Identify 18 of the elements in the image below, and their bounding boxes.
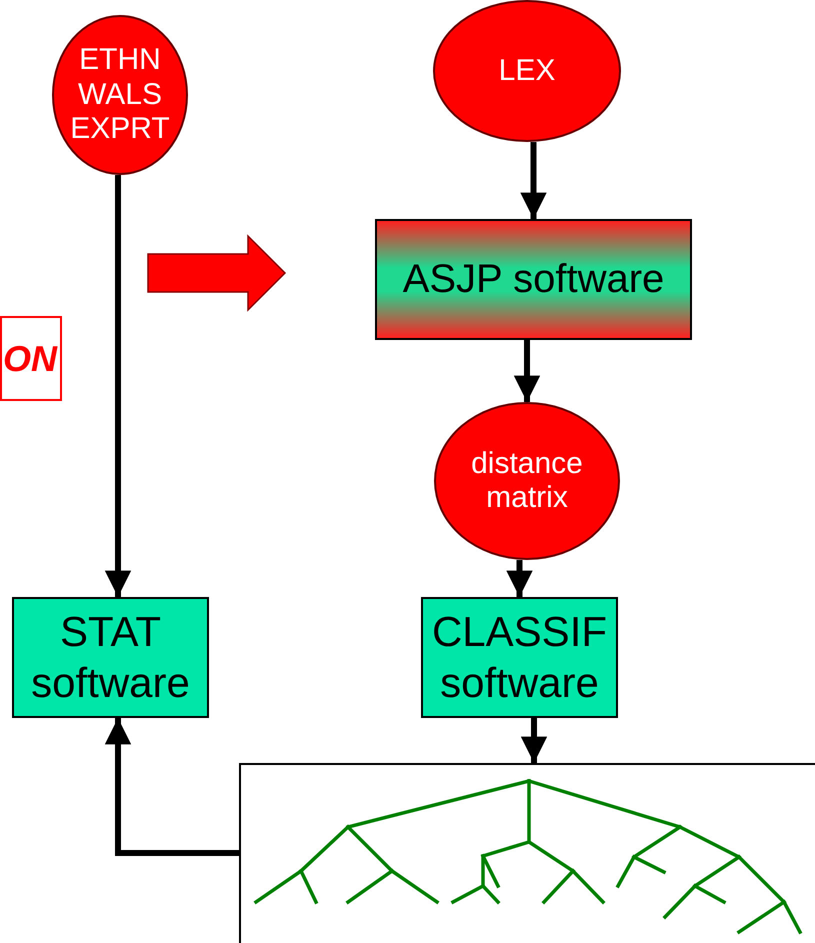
node-label: LEX <box>498 54 556 88</box>
node-label: distance matrix <box>470 446 584 516</box>
arrow <box>520 718 548 763</box>
node-label: STAT software <box>30 607 191 708</box>
tree-diagram-panel <box>239 763 815 943</box>
node-label: ETHN WALS EXPRT <box>70 43 170 147</box>
text-tag <box>0 316 62 401</box>
tag-text: ON <box>3 338 57 380</box>
process-box <box>375 219 692 340</box>
arrow <box>514 340 540 402</box>
arrow <box>104 175 132 597</box>
arrow <box>104 718 239 856</box>
node-label: CLASSIF software <box>430 607 608 708</box>
process-box <box>421 597 618 718</box>
process-box <box>12 597 209 718</box>
arrow <box>520 142 547 219</box>
arrow <box>506 560 533 597</box>
node-label: ASJP software <box>402 257 664 302</box>
